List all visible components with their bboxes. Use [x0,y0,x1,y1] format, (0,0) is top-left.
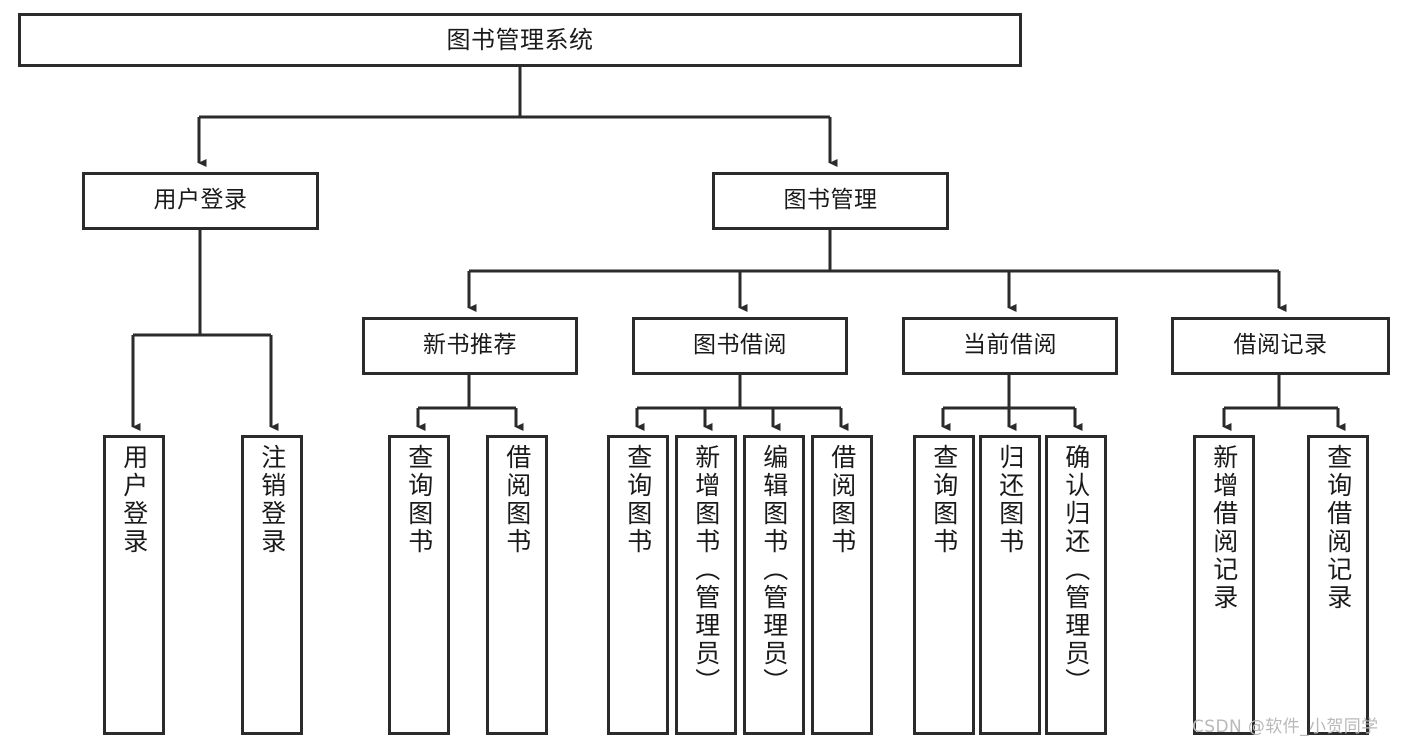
node-label: 归还图书 [995,444,1025,556]
node-label: 借阅图书 [502,444,532,556]
node-leaf-query-book-borrow[interactable]: 查询图书 [607,435,669,735]
node-leaf-borrow-book-recommend[interactable]: 借阅图书 [486,435,548,735]
node-leaf-add-book-admin[interactable]: 新增图书（管理员） [675,435,737,735]
node-book-manage[interactable]: 图书管理 [712,172,949,230]
node-label: 当前借阅 [963,332,1057,359]
node-label: 图书管理系统 [446,25,594,54]
node-label: 编辑图书（管理员） [759,444,789,696]
node-leaf-user-login[interactable]: 用户登录 [103,435,165,735]
node-user-login[interactable]: 用户登录 [82,172,319,230]
node-borrow-record[interactable]: 借阅记录 [1171,317,1390,375]
node-label: 确认归还（管理员） [1061,444,1091,696]
node-label: 注销登录 [257,444,287,556]
node-label: 查询图书 [929,444,959,556]
node-leaf-query-borrow-record[interactable]: 查询借阅记录 [1307,435,1369,735]
node-leaf-edit-book-admin[interactable]: 编辑图书（管理员） [743,435,805,735]
node-label: 借阅图书 [827,444,857,556]
node-label: 查询图书 [404,444,434,556]
csdn-watermark: CSDN @软件_小贺同学 [1192,717,1379,737]
node-leaf-logout[interactable]: 注销登录 [241,435,303,735]
node-label: 查询借阅记录 [1323,444,1353,612]
node-book-borrow[interactable]: 图书借阅 [632,317,848,375]
node-label: 新增图书（管理员） [691,444,721,696]
node-label: 借阅记录 [1233,332,1328,359]
node-label: 图书管理 [783,187,878,214]
node-root-system[interactable]: 图书管理系统 [18,13,1022,67]
node-current-borrow[interactable]: 当前借阅 [902,317,1118,375]
node-label: 新书推荐 [423,332,517,359]
node-leaf-query-book-recommend[interactable]: 查询图书 [388,435,450,735]
node-leaf-query-book-current[interactable]: 查询图书 [913,435,975,735]
node-label: 用户登录 [153,187,248,214]
node-leaf-return-book[interactable]: 归还图书 [979,435,1041,735]
node-leaf-borrow-book[interactable]: 借阅图书 [811,435,873,735]
node-label: 新增借阅记录 [1209,444,1239,612]
node-label: 查询图书 [623,444,653,556]
node-leaf-add-borrow-record[interactable]: 新增借阅记录 [1193,435,1255,735]
node-label: 图书借阅 [693,332,787,359]
node-label: 用户登录 [119,444,149,556]
node-leaf-confirm-return-admin[interactable]: 确认归还（管理员） [1045,435,1107,735]
node-new-book-recommend[interactable]: 新书推荐 [362,317,578,375]
